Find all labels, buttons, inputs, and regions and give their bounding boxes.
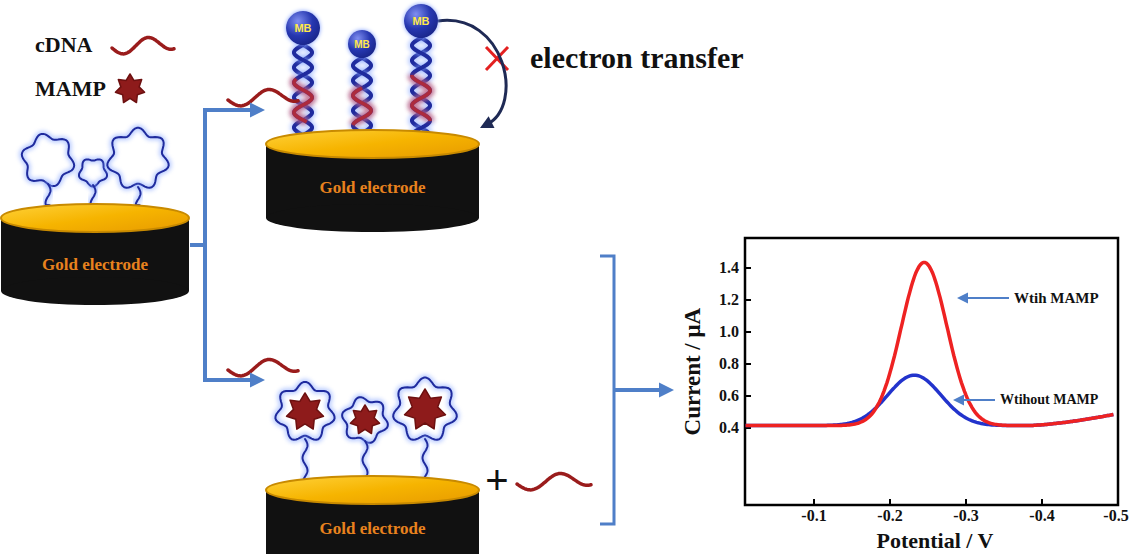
aptamer-loop-glow xyxy=(275,382,334,440)
tick-label: -0.3 xyxy=(953,507,978,525)
connector xyxy=(190,245,265,388)
leader-line xyxy=(968,297,1009,299)
tick-label: 0.4 xyxy=(719,419,739,437)
cdna-hybrid-glow xyxy=(412,75,430,121)
tick-label: 0.8 xyxy=(719,355,739,373)
electrode-label: Gold electrode xyxy=(265,178,480,198)
cdna-strand xyxy=(228,360,298,376)
aptamer-loop-glow xyxy=(342,397,388,443)
tick-label: -0.1 xyxy=(801,507,826,525)
methylene-blue-label: MB xyxy=(348,30,376,58)
connector-head xyxy=(250,103,265,118)
bracket xyxy=(600,256,614,524)
mb-text: MB xyxy=(412,15,429,27)
curve-annotation: Wtihout MAMP xyxy=(1000,392,1098,407)
tick-mark xyxy=(745,267,751,269)
dna-strand-glow xyxy=(294,45,312,142)
methylene-blue-label: MB xyxy=(286,11,320,45)
tick-label: -0.5 xyxy=(1103,507,1128,525)
aptamer-loop xyxy=(342,397,388,443)
mb-text: MB xyxy=(354,39,370,50)
mamp-molecule xyxy=(115,74,144,103)
dna-strand xyxy=(294,45,312,142)
gold-electrode: Gold electrode xyxy=(265,60,480,232)
methylene-blue-label: MB xyxy=(404,4,438,38)
tick-mark xyxy=(889,499,891,505)
axis-title: Current / μA xyxy=(680,308,705,436)
leader-head xyxy=(953,395,964,406)
electrode-base xyxy=(1,277,189,305)
plot-frame xyxy=(745,238,1118,505)
mamp-molecule xyxy=(350,405,379,434)
tick-mark xyxy=(745,299,751,301)
aptamer-loop-glow xyxy=(107,128,168,188)
tick-label: -0.2 xyxy=(877,507,902,525)
cdna-strand xyxy=(228,90,298,106)
cdna-strand xyxy=(517,474,591,490)
tick-label: 1.2 xyxy=(719,291,739,309)
gold-electrode: Gold electrode xyxy=(0,120,190,305)
dna-strand xyxy=(412,38,430,142)
aptamer-loop xyxy=(275,382,334,440)
gold-surface xyxy=(266,476,479,504)
connector-head xyxy=(250,373,265,388)
tick-mark xyxy=(1041,499,1043,505)
dna-strand xyxy=(294,45,312,142)
tick-label: -0.4 xyxy=(1029,507,1054,525)
gold-surface xyxy=(1,204,189,232)
tick-mark xyxy=(965,499,967,505)
legend-text: cDNA xyxy=(35,32,92,57)
result-arrow xyxy=(614,388,664,392)
dpv-chart xyxy=(745,238,1118,505)
connector xyxy=(190,103,265,246)
tick-label: 1.4 xyxy=(719,259,739,277)
dna-strand-glow xyxy=(412,38,430,142)
legend-text: MAMP xyxy=(35,76,106,101)
cdna-hybrid xyxy=(412,75,430,121)
dna-strand-glow xyxy=(412,38,430,142)
mamp-molecule xyxy=(405,389,446,429)
cdna-hybrid-glow xyxy=(353,88,371,125)
tick-mark xyxy=(813,499,815,505)
legend-sample-cdna xyxy=(112,38,174,54)
electrode-base xyxy=(266,204,479,232)
aptamer-loop xyxy=(107,128,168,188)
cdna-hybrid xyxy=(353,88,371,125)
aptamer-loop xyxy=(22,134,74,186)
result-arrow-head xyxy=(659,383,674,398)
axis-title: Potential / V xyxy=(877,529,994,553)
dna-strand xyxy=(412,38,430,142)
tick-label: 0.6 xyxy=(719,387,739,405)
electrode-shape xyxy=(0,120,190,305)
tick-mark xyxy=(745,363,751,365)
connector-head xyxy=(480,116,495,128)
electrode-shape xyxy=(265,60,480,232)
connector-line xyxy=(190,245,256,380)
gold-electrode: Gold electrode xyxy=(265,370,480,554)
aptamer-loop-glow xyxy=(22,134,74,186)
aptamer-loop-glow xyxy=(393,378,457,440)
electrode-label: Gold electrode xyxy=(265,519,480,539)
connector xyxy=(438,20,506,128)
curve-with-mamp xyxy=(746,263,1114,426)
electron-transfer-arrow xyxy=(438,20,506,124)
tick-mark xyxy=(745,331,751,333)
plus-sign: + xyxy=(485,458,508,502)
curve-annotation: Wtih MAMP xyxy=(1014,290,1099,307)
dna-strand-glow xyxy=(294,45,312,142)
curve-without-mamp xyxy=(746,375,1114,425)
tick-label: 1.0 xyxy=(719,323,739,341)
mamp-molecule xyxy=(287,393,324,429)
connector-line xyxy=(190,110,256,245)
gold-surface xyxy=(266,130,479,158)
leader-head xyxy=(957,293,968,304)
annotation: electron transfer xyxy=(530,41,744,74)
electrode-label: Gold electrode xyxy=(0,255,190,275)
leader-line xyxy=(964,399,995,401)
aptamer-loop xyxy=(393,378,457,440)
tick-mark xyxy=(745,395,751,397)
mb-text: MB xyxy=(294,22,311,34)
